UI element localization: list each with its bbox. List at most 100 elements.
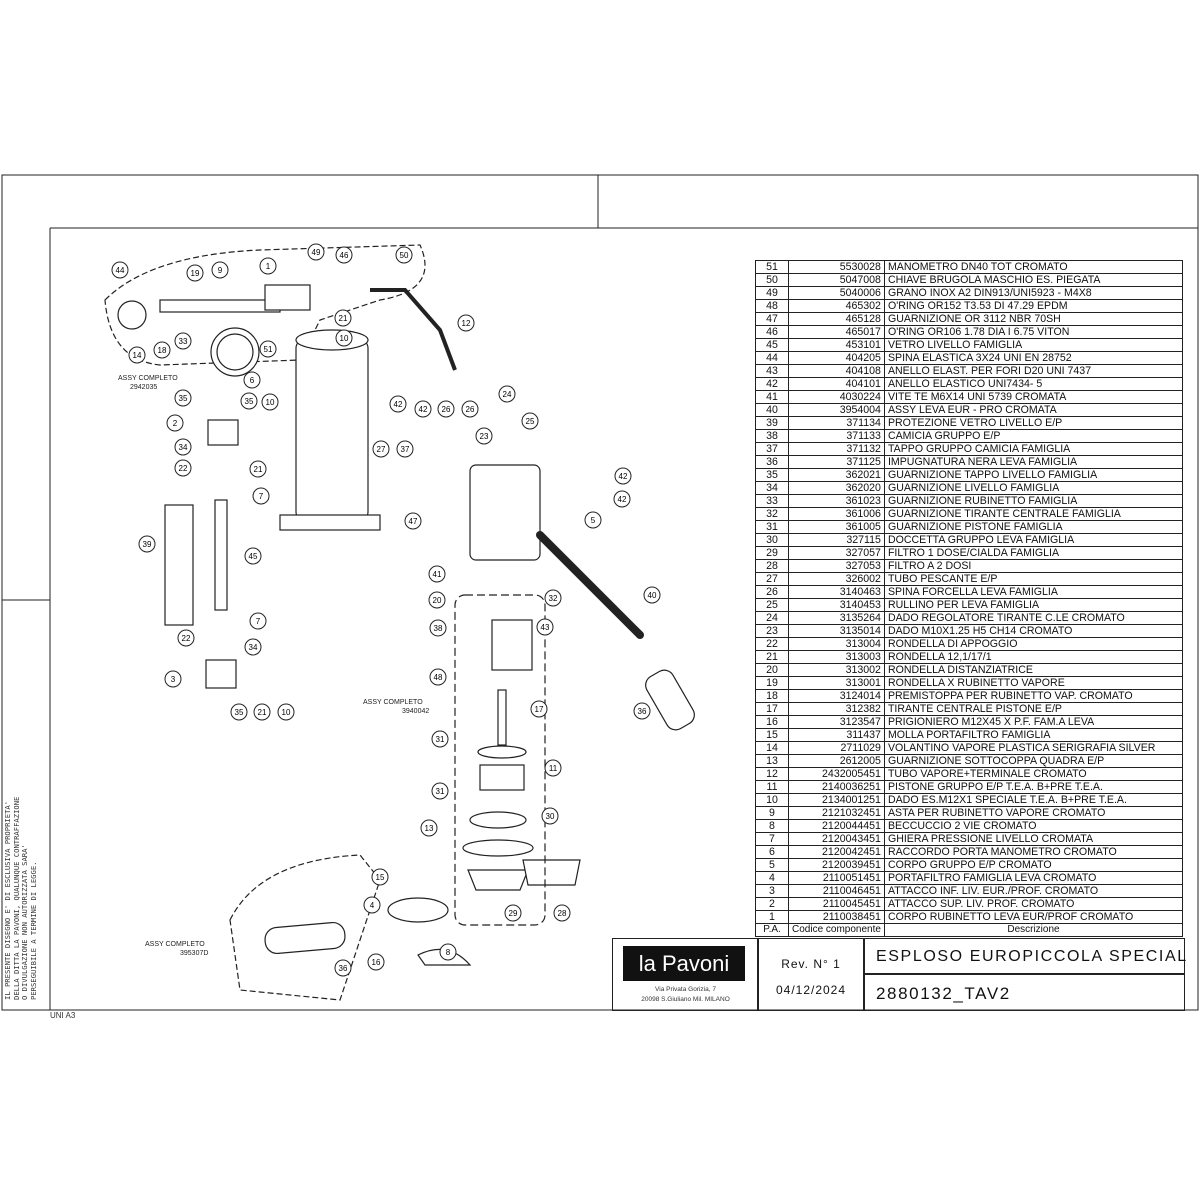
callout-number: 50 xyxy=(400,251,409,260)
part-description: CORPO GRUPPO E/P CROMATO xyxy=(883,858,1184,872)
part-number: 17 xyxy=(755,702,789,716)
callout: 21 xyxy=(249,460,267,478)
callout: 46 xyxy=(335,246,353,264)
part-number: 37 xyxy=(755,442,789,456)
part-number: 18 xyxy=(755,689,789,703)
callout-number: 14 xyxy=(133,351,142,360)
component-code: 371133 xyxy=(788,429,885,443)
callout: 31 xyxy=(431,782,449,800)
callout-circle xyxy=(138,535,156,553)
part-description: VOLANTINO VAPORE PLASTICA SERIGRAFIA SIL… xyxy=(883,741,1184,755)
component-code: 313002 xyxy=(788,663,885,677)
callout-number: 6 xyxy=(250,376,255,385)
part-number: 43 xyxy=(755,364,789,378)
component-code: 3124014 xyxy=(788,689,885,703)
part-number: 15 xyxy=(755,728,789,742)
part-number: 30 xyxy=(755,533,789,547)
part-description: ATTACCO SUP. LIV. PROF. CROMATO xyxy=(883,897,1184,911)
part-description: ASTA PER RUBINETTO VAPORE CROMATO xyxy=(883,806,1184,820)
part-number: 10 xyxy=(755,793,789,807)
callout: 36 xyxy=(633,702,651,720)
callout-number: 9 xyxy=(218,266,223,275)
part-number: 22 xyxy=(755,637,789,651)
legal-line: PERSEGUIBILE A TERMINE DI LEGGE. xyxy=(28,861,38,1000)
part-number: 3 xyxy=(755,884,789,898)
component-code: 2120039451 xyxy=(788,858,885,872)
header-code: Codice componente xyxy=(788,923,885,937)
part-number: 46 xyxy=(755,325,789,339)
callout: 38 xyxy=(429,619,447,637)
component-code: 313004 xyxy=(788,637,885,651)
callout-number: 36 xyxy=(638,707,647,716)
component-code: 2432005451 xyxy=(788,767,885,781)
callout: 12 xyxy=(457,314,475,332)
boiler xyxy=(295,339,369,521)
callout: 39 xyxy=(138,535,156,553)
callout-circle xyxy=(211,261,229,279)
part-description: RONDELLA DISTANZIATRICE xyxy=(883,663,1184,677)
callout: 24 xyxy=(498,385,516,403)
callout: 34 xyxy=(174,438,192,456)
callout: 26 xyxy=(437,400,455,418)
callout-circle xyxy=(164,670,182,688)
callout: 10 xyxy=(335,329,353,347)
component-code: 4030224 xyxy=(788,390,885,404)
part-description: PRIGIONIERO M12X45 X P.F. FAM.A LEVA xyxy=(883,715,1184,729)
callout-number: 24 xyxy=(503,390,512,399)
callout-circle xyxy=(363,896,381,914)
part-description: ASSY LEVA EUR - PRO CROMATA xyxy=(883,403,1184,417)
callout: 4 xyxy=(363,896,381,914)
callout-number: 42 xyxy=(619,472,628,481)
part-description: DADO ES.M12X1 SPECIALE T.E.A. B+PRE T.E.… xyxy=(883,793,1184,807)
callout-number: 7 xyxy=(259,492,264,501)
callout: 5 xyxy=(584,511,602,529)
callout: 8 xyxy=(439,943,457,961)
callout: 48 xyxy=(429,668,447,686)
component-code: 3954004 xyxy=(788,403,885,417)
callout: 34 xyxy=(244,638,262,656)
company-logo: la Pavoni xyxy=(623,946,745,981)
callout-number: 23 xyxy=(480,432,489,441)
callout-circle xyxy=(457,314,475,332)
component-code: 5530028 xyxy=(788,260,885,274)
part-description: PROTEZIONE VETRO LIVELLO E/P xyxy=(883,416,1184,430)
part-description: FILTRO 1 DOSE/CIALDA FAMIGLIA xyxy=(883,546,1184,560)
component-code: 371125 xyxy=(788,455,885,469)
number-cell: 2880132_TAV2 xyxy=(863,973,1185,1011)
component-code: 327115 xyxy=(788,533,885,547)
callout-number: 7 xyxy=(256,617,261,626)
part-number: 2 xyxy=(755,897,789,911)
callout-circle xyxy=(439,943,457,961)
part-description: ANELLO ELASTICO UNI7434- 5 xyxy=(883,377,1184,391)
part-number: 25 xyxy=(755,598,789,612)
callout: 9 xyxy=(211,261,229,279)
callout-circle xyxy=(414,400,432,418)
callout: 6 xyxy=(243,371,261,389)
callout: 41 xyxy=(428,565,446,583)
sight-glass xyxy=(214,499,228,611)
callout-number: 37 xyxy=(401,445,410,454)
callout-number: 22 xyxy=(182,634,191,643)
callout-number: 16 xyxy=(372,958,381,967)
callout-number: 28 xyxy=(558,909,567,918)
callout-circle xyxy=(643,586,661,604)
callout: 22 xyxy=(174,459,192,477)
address-line: Via Privata Gorizia, 7 xyxy=(655,986,716,993)
callout-number: 3 xyxy=(171,675,176,684)
company-cell: la Pavoni Via Privata Gorizia, 7 20098 S… xyxy=(612,938,759,1011)
part-number: 16 xyxy=(755,715,789,729)
